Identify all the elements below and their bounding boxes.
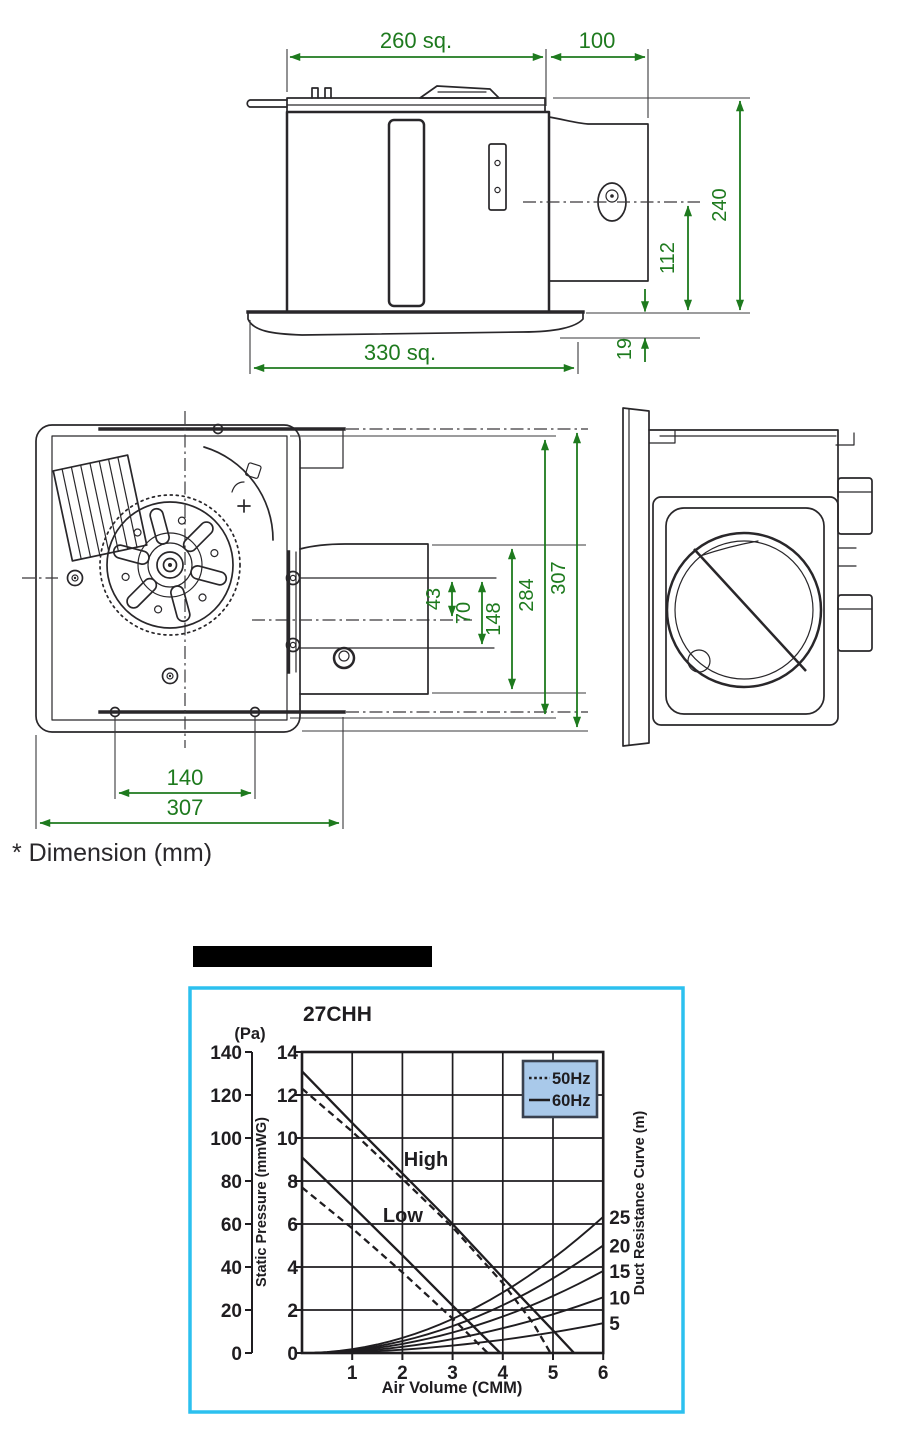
x-tick-label: 4: [498, 1363, 509, 1384]
top-view-dimensions: 43 70 148 284 307 140 307: [35, 432, 588, 829]
mmwg-tick-label: 4: [287, 1258, 298, 1279]
dim-overall-depth: 307: [548, 561, 570, 594]
curve-label-high: High: [404, 1149, 448, 1171]
dimension-note: * Dimension (mm): [12, 839, 212, 867]
duct-curve-label: 20: [609, 1236, 630, 1257]
right-axis-title: Duct Resistance Curve (m): [632, 1111, 648, 1296]
dim-top-width: 260 sq.: [380, 28, 452, 53]
side-view-drawing: 260 sq. 100 240 112 19 330 sq.: [246, 28, 750, 374]
mmwg-tick-label: 6: [287, 1215, 298, 1236]
x-axis-title: Air Volume (CMM): [382, 1379, 523, 1397]
dim-duct-length: 100: [579, 28, 616, 53]
dim-mount-pitch: 140: [167, 765, 204, 790]
side-view-outline: [246, 85, 700, 336]
end-view-brackets: [835, 432, 873, 652]
pa-tick-label: 60: [221, 1215, 242, 1236]
x-tick-label: 2: [397, 1363, 408, 1384]
pa-tick-label: 40: [221, 1258, 242, 1279]
dim-overall-width: 307: [167, 795, 204, 820]
y-axis-title: Static Pressure (mmWG): [254, 1117, 270, 1287]
fan-curve-high-60hz-: [301, 1070, 575, 1354]
pa-tick-label: 100: [210, 1129, 242, 1150]
dim-flange-width: 330 sq.: [364, 340, 436, 365]
duct-curve-label: 10: [609, 1288, 630, 1309]
pa-tick-label: 80: [221, 1172, 242, 1193]
chart-legend: 50Hz 60Hz: [521, 1059, 599, 1119]
performance-chart: 27CHH (Pa) Static Pressure (mmWG) Air Vo…: [188, 986, 685, 1414]
duct-curve-label: 5: [609, 1314, 620, 1335]
mmwg-tick-label: 0: [287, 1344, 298, 1365]
mmwg-tick-label: 12: [277, 1086, 298, 1107]
pa-tick-label: 140: [210, 1043, 242, 1064]
dim-duct-center-height: 112: [657, 242, 679, 274]
end-view-drawing: [622, 407, 873, 747]
top-view-drawing: 43 70 148 284 307 140 307: [22, 411, 588, 829]
mmwg-tick-label: 14: [277, 1043, 299, 1064]
pa-tick-label: 20: [221, 1301, 242, 1322]
dim-flange-thickness: 19: [614, 338, 636, 360]
side-view-dimensions: 260 sq. 100 240 112 19 330 sq.: [249, 28, 750, 374]
dim-overall-height: 240: [709, 188, 731, 221]
mmwg-tick-label: 8: [287, 1172, 298, 1193]
pa-tick-label: 120: [210, 1086, 242, 1107]
x-tick-label: 3: [447, 1363, 458, 1384]
duct-curve-5: [301, 1322, 604, 1354]
mmwg-tick-label: 2: [287, 1301, 298, 1322]
dim-body-depth: 284: [516, 578, 538, 611]
legend-label-60hz: 60Hz: [552, 1092, 591, 1110]
dim-duct-offset-b: 70: [453, 602, 475, 624]
x-tick-label: 5: [548, 1363, 559, 1384]
legend-label-50hz: 50Hz: [552, 1070, 591, 1088]
dim-duct-width: 148: [483, 602, 505, 635]
redacted-heading-bar: [193, 946, 432, 967]
dim-duct-offset-a: 43: [423, 588, 445, 610]
pa-tick-label: 0: [231, 1344, 242, 1365]
mmwg-tick-label: 10: [277, 1129, 298, 1150]
pa-axis-unit: (Pa): [234, 1025, 265, 1043]
fan-curve-low-60hz-: [301, 1156, 502, 1354]
x-tick-label: 6: [598, 1363, 609, 1384]
fan-curve-low-50hz-: [301, 1186, 489, 1354]
curve-label-low: Low: [383, 1205, 423, 1227]
impeller-spokes: [112, 507, 228, 623]
duct-curve-label: 25: [609, 1208, 631, 1229]
fan-curves: [301, 1070, 575, 1354]
top-view-outline: [22, 411, 588, 748]
x-tick-label: 1: [347, 1363, 358, 1384]
duct-curve-label: 15: [609, 1262, 631, 1283]
chart-title: 27CHH: [303, 1003, 372, 1026]
